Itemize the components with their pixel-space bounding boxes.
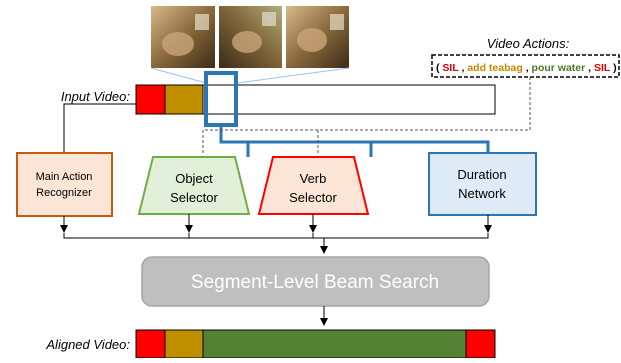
- main-action-recognizer: Main Action Recognizer: [16, 152, 113, 217]
- actions-open-paren: (: [436, 62, 440, 74]
- object-selector-line1: Object: [175, 171, 213, 186]
- aligned-segment-sil-2: [465, 329, 496, 359]
- video-frame-1: [151, 6, 215, 68]
- actions-close-paren: ): [613, 62, 617, 74]
- video-frame-3: [286, 6, 349, 68]
- aligned-video-bar: [135, 329, 496, 359]
- input-video-label: Input Video:: [61, 89, 131, 104]
- main-action-line1: Main Action: [36, 171, 93, 183]
- beam-search-block: Segment-Level Beam Search: [141, 256, 490, 307]
- verb-selector-line2: Selector: [289, 190, 337, 205]
- action-item-4: SIL: [594, 62, 611, 74]
- actions-separator-2: ,: [526, 62, 532, 74]
- input-to-recognizer-line: [63, 103, 136, 153]
- aligned-segment-add-teabag: [164, 329, 204, 359]
- object-selector-line2: Selector: [170, 190, 218, 205]
- frame-projection-lines: [150, 67, 350, 84]
- actions-separator-1: ,: [462, 62, 468, 74]
- video-actions-box: Video Actions: ( SIL , add teabag , pour…: [431, 36, 620, 78]
- video-frames: [151, 6, 349, 68]
- duration-network-line2: Network: [458, 186, 506, 201]
- input-segment-add-teabag: [164, 84, 204, 115]
- merge-lines: [63, 233, 489, 254]
- aligned-segment-pour-water: [202, 329, 467, 359]
- actions-dashed-lines: [202, 77, 531, 153]
- video-frame-2: [219, 6, 282, 68]
- duration-network: Duration Network: [428, 152, 537, 216]
- aligned-video-label: Aligned Video:: [45, 337, 130, 352]
- verb-selector-line1: Verb: [300, 171, 327, 186]
- video-actions-title: Video Actions:: [487, 36, 570, 51]
- verb-selector: Verb Selector: [257, 156, 370, 215]
- actions-separator-3: ,: [588, 62, 594, 74]
- action-item-3: pour water: [532, 62, 586, 74]
- input-video-bar: [135, 84, 496, 115]
- main-action-line2: Recognizer: [36, 187, 92, 199]
- action-item-1: SIL: [442, 62, 459, 74]
- aligned-segment-sil-1: [135, 329, 166, 359]
- window-connections: [219, 125, 490, 157]
- object-selector: Object Selector: [137, 156, 251, 215]
- input-segment-sil: [135, 84, 166, 115]
- action-item-2: add teabag: [467, 62, 522, 74]
- video-actions-list: ( SIL , add teabag , pour water , SIL ): [436, 62, 617, 74]
- beam-search-label: Segment-Level Beam Search: [191, 272, 439, 293]
- duration-network-line1: Duration: [457, 167, 506, 182]
- module-output-arrows: [60, 214, 492, 233]
